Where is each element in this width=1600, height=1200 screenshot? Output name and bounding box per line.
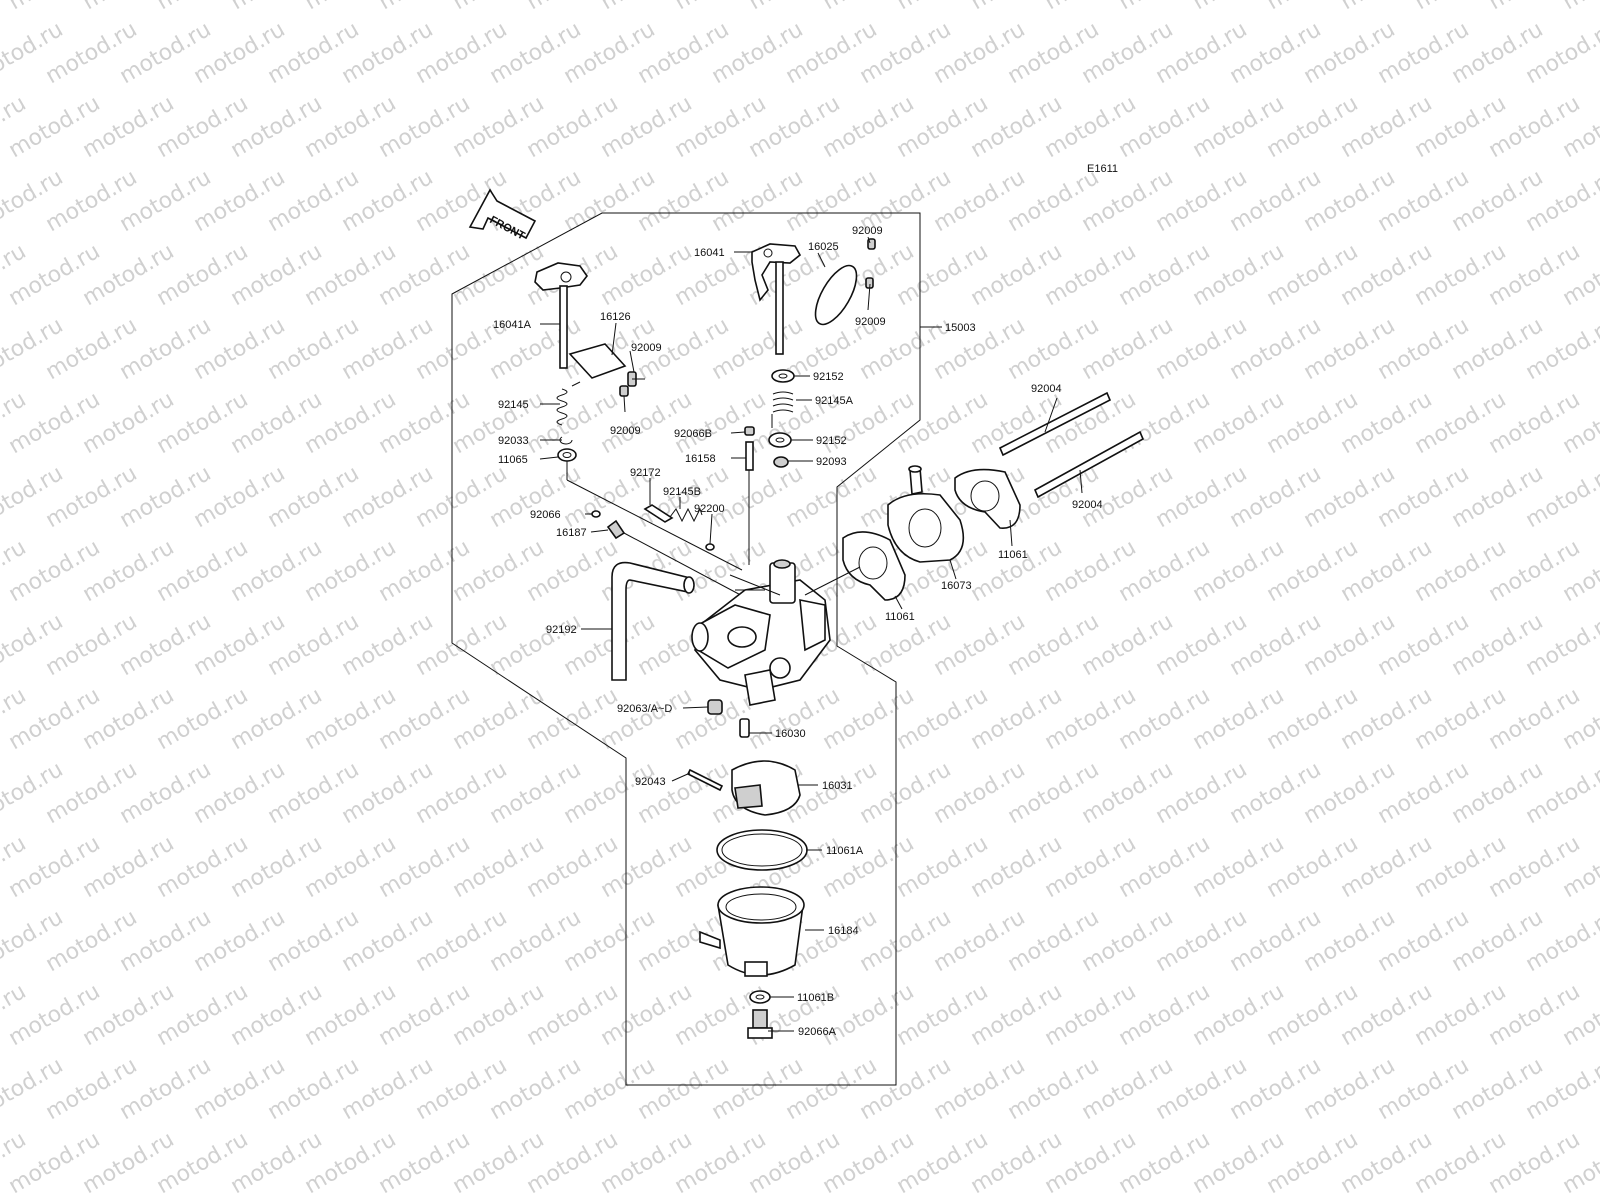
breather-tube-92192 <box>611 561 695 681</box>
main-jet-16030 <box>739 718 750 738</box>
callout-labels: 92009 16041 16025 92009 15003 16041A 161… <box>493 225 1103 1038</box>
throttle-plate-16025 <box>814 264 858 326</box>
callout-92066B: 92066B <box>674 428 712 440</box>
drain-screw-92063 <box>707 699 723 715</box>
washer-92152-top <box>771 369 795 383</box>
callout-92033: 92033 <box>498 435 529 447</box>
callout-92145A: 92145A <box>815 395 854 407</box>
callout-16025: 16025 <box>808 241 839 253</box>
callout-16158: 16158 <box>685 453 716 465</box>
pilot-screw-16158 <box>745 441 754 565</box>
seal-11065 <box>557 448 577 462</box>
throttle-lever-16041 <box>751 243 802 355</box>
callout-92009: 92009 <box>855 316 886 328</box>
callout-92009: 92009 <box>631 342 662 354</box>
assembly-boundary <box>451 212 921 1086</box>
gasket-11061-front <box>842 531 906 601</box>
callout-92152: 92152 <box>816 435 847 447</box>
callout-16073: 16073 <box>941 580 972 592</box>
callout-16184: 16184 <box>828 925 859 937</box>
callout-92004: 92004 <box>1031 383 1062 395</box>
callout-15003: 15003 <box>945 322 976 334</box>
callout-16031: 16031 <box>822 780 853 792</box>
callout-92145B: 92145B <box>663 486 701 498</box>
callout-92009: 92009 <box>852 225 883 237</box>
o-ring-92066 <box>591 510 601 518</box>
spring-92145 <box>556 381 581 426</box>
callout-16041: 16041 <box>694 247 725 259</box>
callout-16041A: 16041A <box>493 319 532 331</box>
callout-92093: 92093 <box>816 456 847 468</box>
circlip-92033 <box>559 436 573 445</box>
callout-92043: 92043 <box>635 776 666 788</box>
choke-lever-16041A <box>534 262 588 369</box>
diagram-code: E1611 <box>1087 163 1118 175</box>
spring-92145B <box>669 507 703 523</box>
bolt-92066A <box>747 1009 773 1039</box>
callout-11061: 11061 <box>998 549 1028 561</box>
callout-11065: 11065 <box>498 454 528 466</box>
callout-92172: 92172 <box>630 467 661 479</box>
o-ring-92200 <box>705 543 715 551</box>
watermark-text: motod.ru <box>1559 0 1600 15</box>
stud-92004-lower <box>1033 430 1145 499</box>
callout-92200: 92200 <box>694 503 725 515</box>
spring-92145A <box>771 391 794 428</box>
callout-11061B: 11061B <box>797 992 834 1004</box>
callout-92009: 92009 <box>610 425 641 437</box>
float-bowl-16184 <box>699 886 805 977</box>
float-pin-92043 <box>686 768 724 792</box>
seal-92093 <box>773 456 789 468</box>
carburetor-body <box>691 559 831 706</box>
stud-92004-upper <box>998 391 1112 457</box>
jet-16187 <box>606 519 751 601</box>
callout-92066: 92066 <box>530 509 561 521</box>
float-16031 <box>731 760 801 816</box>
callout-92152: 92152 <box>813 371 844 383</box>
callout-16187: 16187 <box>556 527 587 539</box>
callout-92063: 92063/A~D <box>617 703 672 715</box>
screw-92172 <box>643 504 674 523</box>
callout-16126: 16126 <box>600 311 631 323</box>
insulator-16073 <box>887 465 965 563</box>
callout-92145: 92145 <box>498 399 529 411</box>
callout-11061: 11061 <box>885 611 915 623</box>
gasket-11061-rear <box>954 468 1021 529</box>
screw-92066B <box>744 426 755 436</box>
washer-11061B <box>749 990 771 1004</box>
leader-lines <box>539 236 1083 1032</box>
callout-16030: 16030 <box>775 728 806 740</box>
choke-plate-16126 <box>568 343 627 379</box>
callout-92004: 92004 <box>1072 499 1103 511</box>
washer-92152-bottom <box>768 432 792 448</box>
callout-11061A: 11061A <box>826 845 864 857</box>
gasket-11061A <box>716 829 808 871</box>
callout-92192: 92192 <box>546 624 577 636</box>
callout-92066A: 92066A <box>798 1026 837 1038</box>
